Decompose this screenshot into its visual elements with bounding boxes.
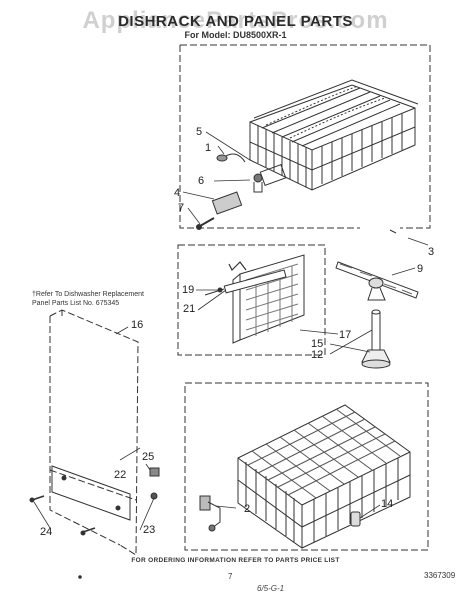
handwritten-note: 6/5-G-1 <box>257 584 285 593</box>
callout-19: 19 <box>182 284 195 296</box>
replacement-note: †Refer To Dishwasher Replacement Panel P… <box>32 290 144 308</box>
ordering-info: FOR ORDERING INFORMATION REFER TO PARTS … <box>131 557 340 564</box>
callout-5: 5 <box>196 126 203 138</box>
replacement-note-line-2: Panel Parts List No. 675345 <box>32 300 120 307</box>
document-number: 3367309 <box>424 571 456 580</box>
watermark: AppliancePartsPros.com <box>82 7 389 34</box>
model-number: For Model: DU8500XR-1 <box>184 30 287 40</box>
panel-screws <box>30 468 159 578</box>
callout-21: 21 <box>183 303 196 315</box>
callout-7: 7 <box>178 202 185 214</box>
page-number: 7 <box>228 572 233 581</box>
filter-screen <box>205 255 304 343</box>
callout-leaders <box>34 132 428 530</box>
diagram-title: DISHRACK AND PANEL PARTS <box>118 13 353 30</box>
callout-3: 3 <box>428 246 435 258</box>
spray-tube <box>362 310 390 368</box>
callout-23: 23 <box>143 524 156 536</box>
replacement-note-line-1: †Refer To Dishwasher Replacement <box>32 291 144 298</box>
callout-22: 22 <box>114 469 127 481</box>
callout-15: 15 <box>311 338 324 350</box>
callout-1: 1 <box>205 142 212 154</box>
upper-dishrack <box>250 80 418 190</box>
door-panel-assembly <box>50 310 138 555</box>
callout-6: 6 <box>198 175 205 187</box>
callout-14: 14 <box>381 498 394 510</box>
lower-rack-box <box>185 383 428 550</box>
callout-25: 25 <box>142 451 155 463</box>
callout-16: 16 <box>131 319 144 331</box>
upper-spray-arm <box>336 262 418 300</box>
lower-dishrack <box>238 405 410 548</box>
callout-24: 24 <box>40 526 53 538</box>
rack-adjuster-parts <box>197 154 286 230</box>
upper-rack-box <box>180 45 430 233</box>
lower-rack-parts <box>200 496 360 531</box>
callout-2: 2 <box>244 503 251 515</box>
callout-12: 12 <box>311 349 324 361</box>
callout-9: 9 <box>417 263 424 275</box>
callout-4: 4 <box>174 187 181 199</box>
callout-17: 17 <box>339 329 352 341</box>
spray-arm-filter-box <box>178 245 325 355</box>
